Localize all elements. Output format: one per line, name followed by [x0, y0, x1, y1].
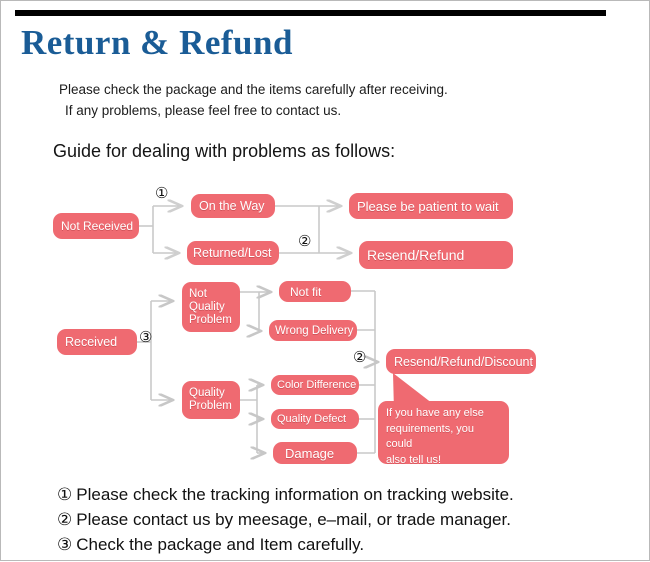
node-resend-refund: Resend/Refund	[359, 241, 513, 269]
page-title: Return & Refund	[21, 23, 293, 62]
callout-line-1: If you have any else	[386, 407, 484, 419]
callout-bubble: If you have any else requirements, you c…	[378, 401, 509, 466]
node-color-difference: Color Difference	[271, 375, 359, 395]
flow-marker-one: ①	[155, 186, 169, 202]
flow-marker-two-top: ②	[298, 234, 312, 250]
node-on-the-way: On the Way	[191, 194, 275, 218]
callout-line-3: also tell us!	[386, 453, 442, 466]
intro-paragraph: Please check the package and the items c…	[59, 79, 529, 121]
node-damage: Damage	[273, 442, 357, 464]
node-resend-refund-discount: Resend/Refund/Discount	[386, 349, 536, 374]
note-number: ③	[57, 535, 73, 554]
node-not-quality-problem: Not Quality Problem	[182, 282, 240, 332]
node-please-be-patient-to-wait: Please be patient to wait	[349, 193, 513, 219]
node-returned-lost: Returned/Lost	[187, 241, 279, 265]
flow-marker-three: ③	[139, 330, 153, 346]
note-text: Check the package and Item carefully.	[76, 535, 365, 554]
intro-line-1: Please check the package and the items c…	[59, 82, 448, 97]
guide-heading: Guide for dealing with problems as follo…	[53, 141, 396, 161]
note-text: Please check the tracking information on…	[76, 485, 514, 504]
flow-marker-two-bottom: ②	[353, 350, 367, 366]
node-not-fit: Not fit	[279, 281, 351, 302]
node-received: Received	[57, 329, 137, 355]
note-number: ②	[57, 510, 73, 529]
node-not-received: Not Received	[53, 213, 139, 239]
callout-line-2: requirements, you could	[386, 422, 475, 451]
intro-line-2: If any problems, please feel free to con…	[65, 103, 342, 118]
node-quality-problem: Quality Problem	[182, 381, 240, 419]
header-rule	[15, 10, 606, 16]
note-text: Please contact us by meesage, e–mail, or…	[76, 510, 511, 529]
node-quality-defect: Quality Defect	[271, 409, 359, 429]
node-wrong-delivery: Wrong Delivery	[269, 320, 357, 341]
note-number: ①	[57, 485, 73, 504]
